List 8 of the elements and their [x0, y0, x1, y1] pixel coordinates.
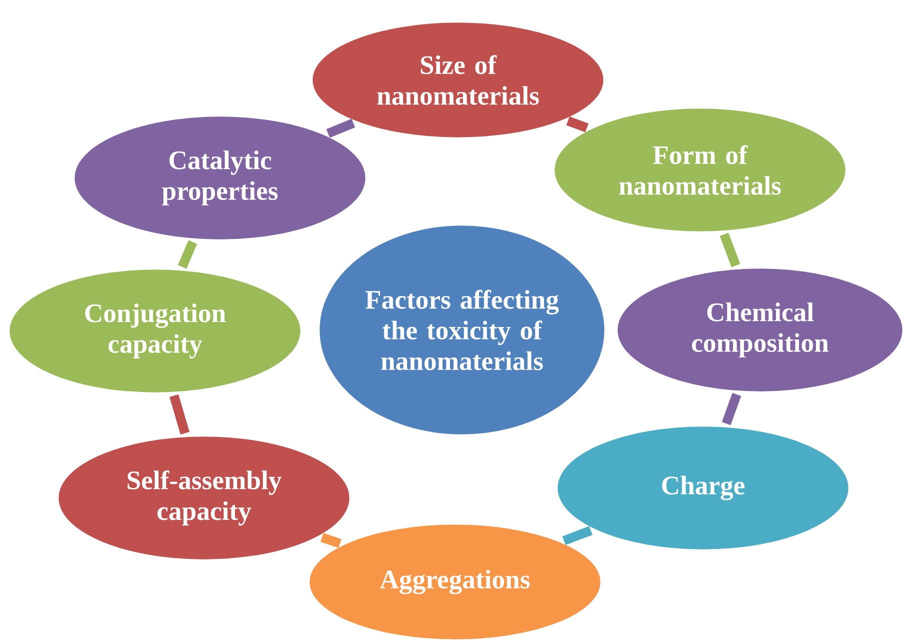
connector-bar [320, 533, 342, 548]
connector-bar [720, 232, 740, 268]
connector-bar [326, 118, 356, 138]
connector-bar [170, 394, 190, 435]
connector-bar [566, 116, 588, 132]
connector-bar [722, 392, 742, 426]
connector-bar [178, 240, 198, 269]
connector-bar [562, 526, 592, 546]
